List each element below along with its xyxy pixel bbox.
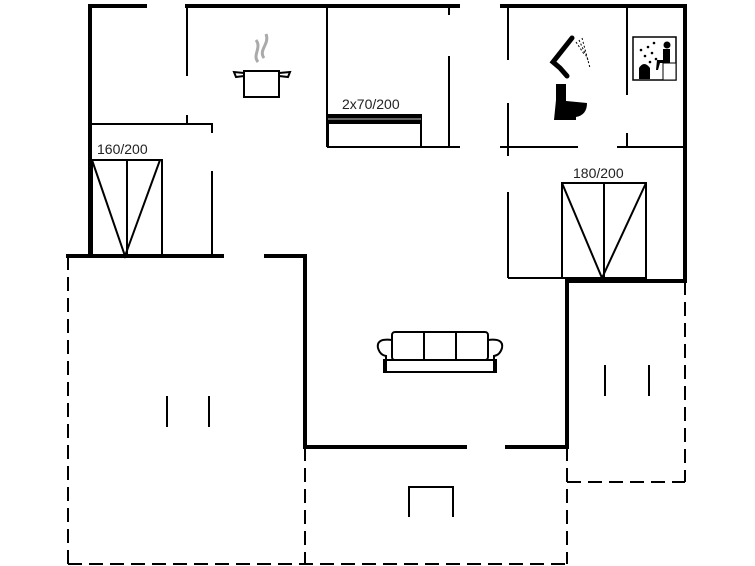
sauna-icon [632, 36, 677, 81]
terrace-marks [166, 365, 650, 517]
interior-walls [90, 6, 685, 279]
bed-left: 160/200 [91, 141, 163, 259]
bed-size-label: 180/200 [573, 165, 624, 181]
bed-top: 2x70/200 [327, 96, 422, 148]
terrace-dashed-outline [67, 256, 686, 565]
shower-icon [549, 35, 591, 79]
bed-size-label: 160/200 [97, 141, 148, 157]
walls [66, 4, 687, 449]
bed-size-label: 2x70/200 [342, 96, 400, 112]
kitchen-pot-icon [232, 33, 292, 98]
toilet-icon [554, 84, 587, 120]
sofa-icon [376, 331, 504, 373]
bed-right: 180/200 [561, 165, 647, 281]
